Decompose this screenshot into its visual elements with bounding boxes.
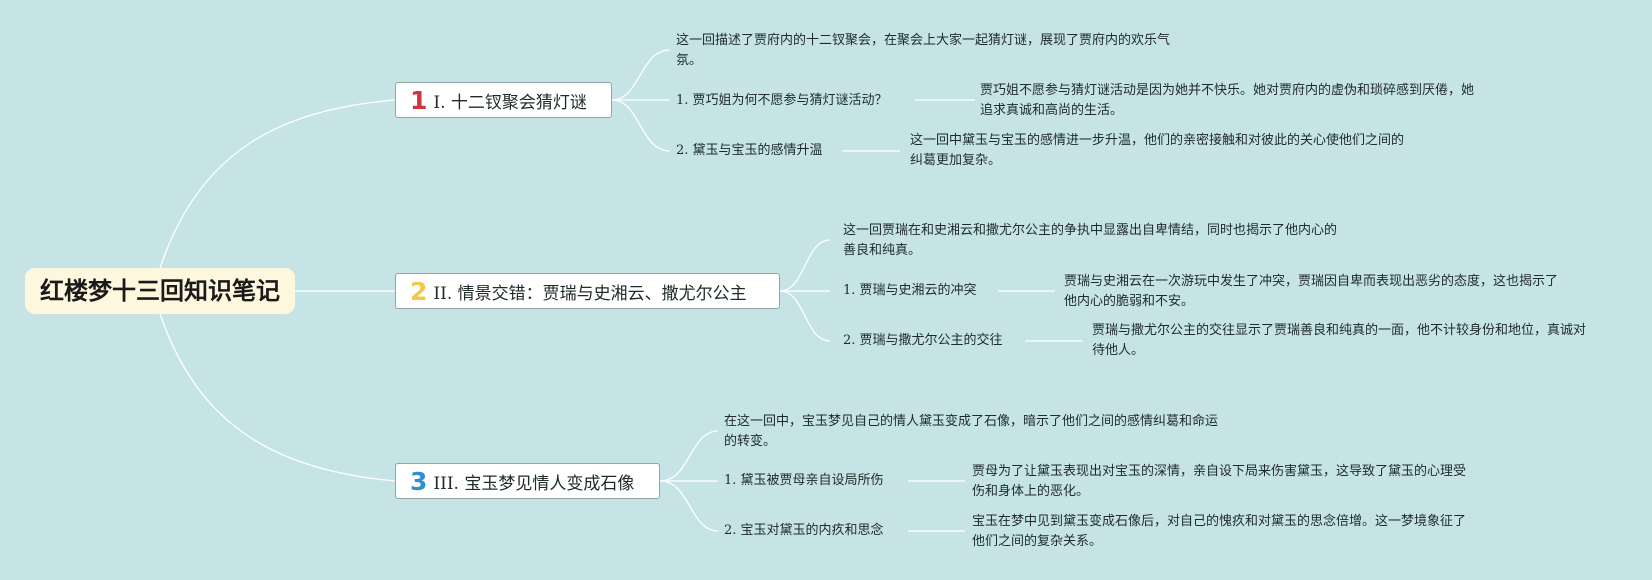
root-topic[interactable]: 红楼梦十三回知识笔记 — [25, 268, 295, 314]
branch-1-subtopic-2-detail[interactable]: 这一回中黛玉与宝玉的感情进一步升温，他们的亲密接触和对彼此的关心使他们之间的纠葛… — [910, 133, 1405, 168]
branch-2-summary[interactable]: 这一回贾瑞在和史湘云和撒尤尔公主的争执中显露出自卑情结，同时也揭示了他内心的善良… — [843, 223, 1338, 258]
branch-1-summary[interactable]: 这一回描述了贾府内的十二钗聚会，在聚会上大家一起猜灯谜，展现了贾府内的欢乐气氛。 — [676, 33, 1171, 68]
branch-label-2: II. 情景交错：贾瑞与史湘云、撒尤尔公主 — [433, 283, 747, 304]
branch-topic-2[interactable]: 2 II. 情景交错：贾瑞与史湘云、撒尤尔公主 — [395, 273, 780, 309]
branch-3-subtopic-1[interactable]: 1. 黛玉被贾母亲自设局所伤 — [724, 473, 884, 488]
number-badge-1-icon: 1 — [410, 85, 428, 115]
connector-root-branch-3 — [159, 313, 396, 482]
branch-3-summary[interactable]: 在这一回中，宝玉梦见自己的情人黛玉变成了石像，暗示了他们之间的感情纠葛和命运的转… — [724, 414, 1219, 449]
connector-b2-summary — [779, 239, 831, 292]
root-title: 红楼梦十三回知识笔记 — [40, 277, 280, 305]
connector-b2-sub2 — [779, 290, 831, 342]
branch-2-subtopic-2[interactable]: 2. 贾瑞与撒尤尔公主的交往 — [843, 333, 1003, 348]
branch-label-3: III. 宝玉梦见情人变成石像 — [433, 473, 635, 494]
connector-b3-summary — [659, 430, 719, 482]
branch-3-subtopic-1-detail[interactable]: 贾母为了让黛玉表现出对宝玉的深情，亲自设下局来伤害黛玉，这导致了黛玉的心理受伤和… — [972, 464, 1467, 499]
branch-2-subtopic-2-detail[interactable]: 贾瑞与撒尤尔公主的交往显示了贾瑞善良和纯真的一面，他不计较身份和地位，真诚对待他… — [1092, 323, 1587, 358]
branch-1-subtopic-1[interactable]: 1. 贾巧姐为何不愿参与猜灯谜活动？ — [676, 93, 888, 108]
branch-topic-3[interactable]: 3 III. 宝玉梦见情人变成石像 — [395, 463, 660, 499]
branch-label-1: I. 十二钗聚会猜灯谜 — [433, 92, 587, 113]
branch-1-subtopic-1-detail[interactable]: 贾巧姐不愿参与猜灯谜活动是因为她并不快乐。她对贾府内的虚伪和琐碎感到厌倦，她追求… — [980, 83, 1475, 118]
connector-b1-summary — [611, 49, 671, 101]
branch-2-subtopic-1-detail[interactable]: 贾瑞与史湘云在一次游玩中发生了冲突，贾瑞因自卑而表现出恶劣的态度，这也揭示了他内… — [1064, 274, 1559, 309]
connector-root-branch-1 — [159, 99, 396, 269]
connector-b1-sub2 — [611, 99, 671, 152]
number-badge-3-icon: 3 — [410, 466, 428, 496]
branch-2-subtopic-1[interactable]: 1. 贾瑞与史湘云的冲突 — [843, 283, 977, 298]
connector-b3-sub2 — [659, 480, 719, 532]
branch-3-subtopic-2-detail[interactable]: 宝玉在梦中见到黛玉变成石像后，对自己的愧疚和对黛玉的思念倍增。这一梦境象征了他们… — [972, 514, 1467, 549]
branch-1-subtopic-2[interactable]: 2. 黛玉与宝玉的感情升温 — [676, 143, 823, 158]
number-badge-2-icon: 2 — [410, 276, 428, 306]
branch-3-subtopic-2[interactable]: 2. 宝玉对黛玉的内疚和思念 — [724, 523, 884, 538]
branch-topic-1[interactable]: 1 I. 十二钗聚会猜灯谜 — [395, 82, 612, 118]
